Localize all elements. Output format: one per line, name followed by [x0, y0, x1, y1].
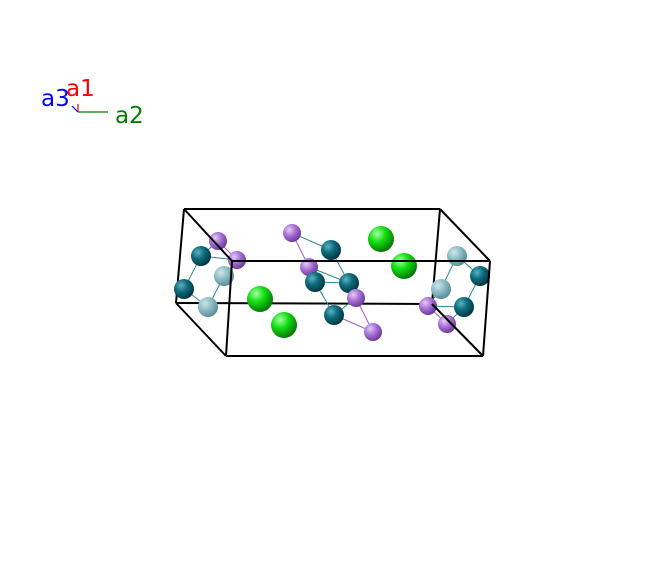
- atom-teal: [454, 297, 474, 317]
- atom-purple: [283, 224, 301, 242]
- unit-cell-front-edges: [175, 208, 491, 357]
- atom-purple: [438, 315, 456, 333]
- a3-axis-label: a3: [41, 86, 70, 112]
- atom-purple: [364, 323, 382, 341]
- atom-green: [271, 312, 297, 338]
- atom-purple: [209, 232, 227, 250]
- atom-teal: [339, 273, 359, 293]
- atom-teal: [470, 266, 490, 286]
- atom-teal-faded: [198, 297, 218, 317]
- atom-green: [368, 226, 394, 252]
- atom-purple: [419, 297, 437, 315]
- atom-teal: [174, 279, 194, 299]
- atom-teal-faded: [214, 266, 234, 286]
- atom-teal: [324, 305, 344, 325]
- atom-purple: [347, 289, 365, 307]
- a1-axis-label: a1: [66, 76, 95, 102]
- axis-indicator: a3 a1 a2: [41, 76, 144, 129]
- atom-teal: [321, 240, 341, 260]
- atom-teal-faded: [431, 279, 451, 299]
- atom-green: [247, 286, 273, 312]
- atom-green: [391, 253, 417, 279]
- a3-axis-line: [71, 105, 79, 113]
- atom-teal-faded: [447, 246, 467, 266]
- atom-teal: [305, 272, 325, 292]
- a2-axis-label: a2: [115, 103, 144, 129]
- atom-teal: [191, 246, 211, 266]
- atom-purple: [300, 258, 318, 276]
